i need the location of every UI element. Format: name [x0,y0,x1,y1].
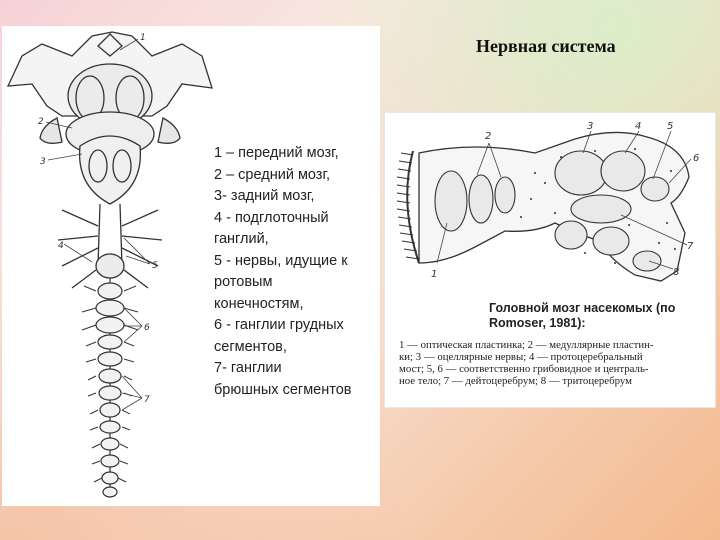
figure-caption-body: 1 — оптическая пластинка; 2 — медуллярны… [399,339,709,387]
insect-brain-drawing: 1 2 3 4 5 6 7 8 [385,113,715,299]
legend-line: 2 – средний мозг, [214,165,379,187]
callout-6: 6 [144,323,150,333]
callout-2: 2 [38,117,44,127]
caption-line: ки; 3 — оцеллярные нервы; 4 — протоцереб… [399,351,709,363]
insect-brain-figure: 1 2 3 4 5 6 7 8 Головной мозг насекомых … [384,112,716,408]
callout-2: 2 [485,131,491,142]
slide-title: Нервная система [476,36,696,57]
legend-line: 4 - подглоточный [214,208,379,230]
legend-line: брюшных сегментов [214,380,379,402]
legend-line: 3- задний мозг, [214,186,379,208]
legend-line: сегментов, [214,337,379,359]
caption-line: ное тело; 7 — дейтоцеребрум; 8 — тритоце… [399,375,709,387]
legend-line: ротовым [214,272,379,294]
callout-1: 1 [431,269,437,280]
legend-line: 5 - нервы, идущие к [214,251,379,273]
caption-line: 1 — оптическая пластинка; 2 — медуллярны… [399,339,709,351]
callout-3: 3 [587,121,593,132]
callout-7: 7 [144,395,150,405]
callout-1: 1 [140,33,146,43]
callout-7: 7 [687,241,694,252]
callout-6: 6 [693,153,699,164]
callout-3: 3 [40,157,46,167]
legend-line: 7- ганглии [214,358,379,380]
legend-line: ганглий, [214,229,379,251]
callout-5: 5 [667,121,673,132]
callout-4: 4 [635,121,641,132]
caption-line: мост; 5, 6 — соответственно грибовидное … [399,363,709,375]
caption-title-line: Romoser, 1981): [489,316,709,331]
callout-4: 4 [58,241,64,251]
legend-line: 6 - ганглии грудных [214,315,379,337]
figure-legend: 1 – передний мозг, 2 – средний мозг, 3- … [214,143,379,401]
legend-line: 1 – передний мозг, [214,143,379,165]
callout-5: 5 [152,261,158,271]
callout-8: 8 [673,267,679,278]
nervous-system-figure: 1 2 3 4 5 6 7 1 – передний мозг, 2 – сре… [2,26,380,506]
caption-title-line: Головной мозг насекомых (по [489,301,709,316]
legend-line: конечностям, [214,294,379,316]
figure-caption-title: Головной мозг насекомых (по Romoser, 198… [489,301,709,331]
